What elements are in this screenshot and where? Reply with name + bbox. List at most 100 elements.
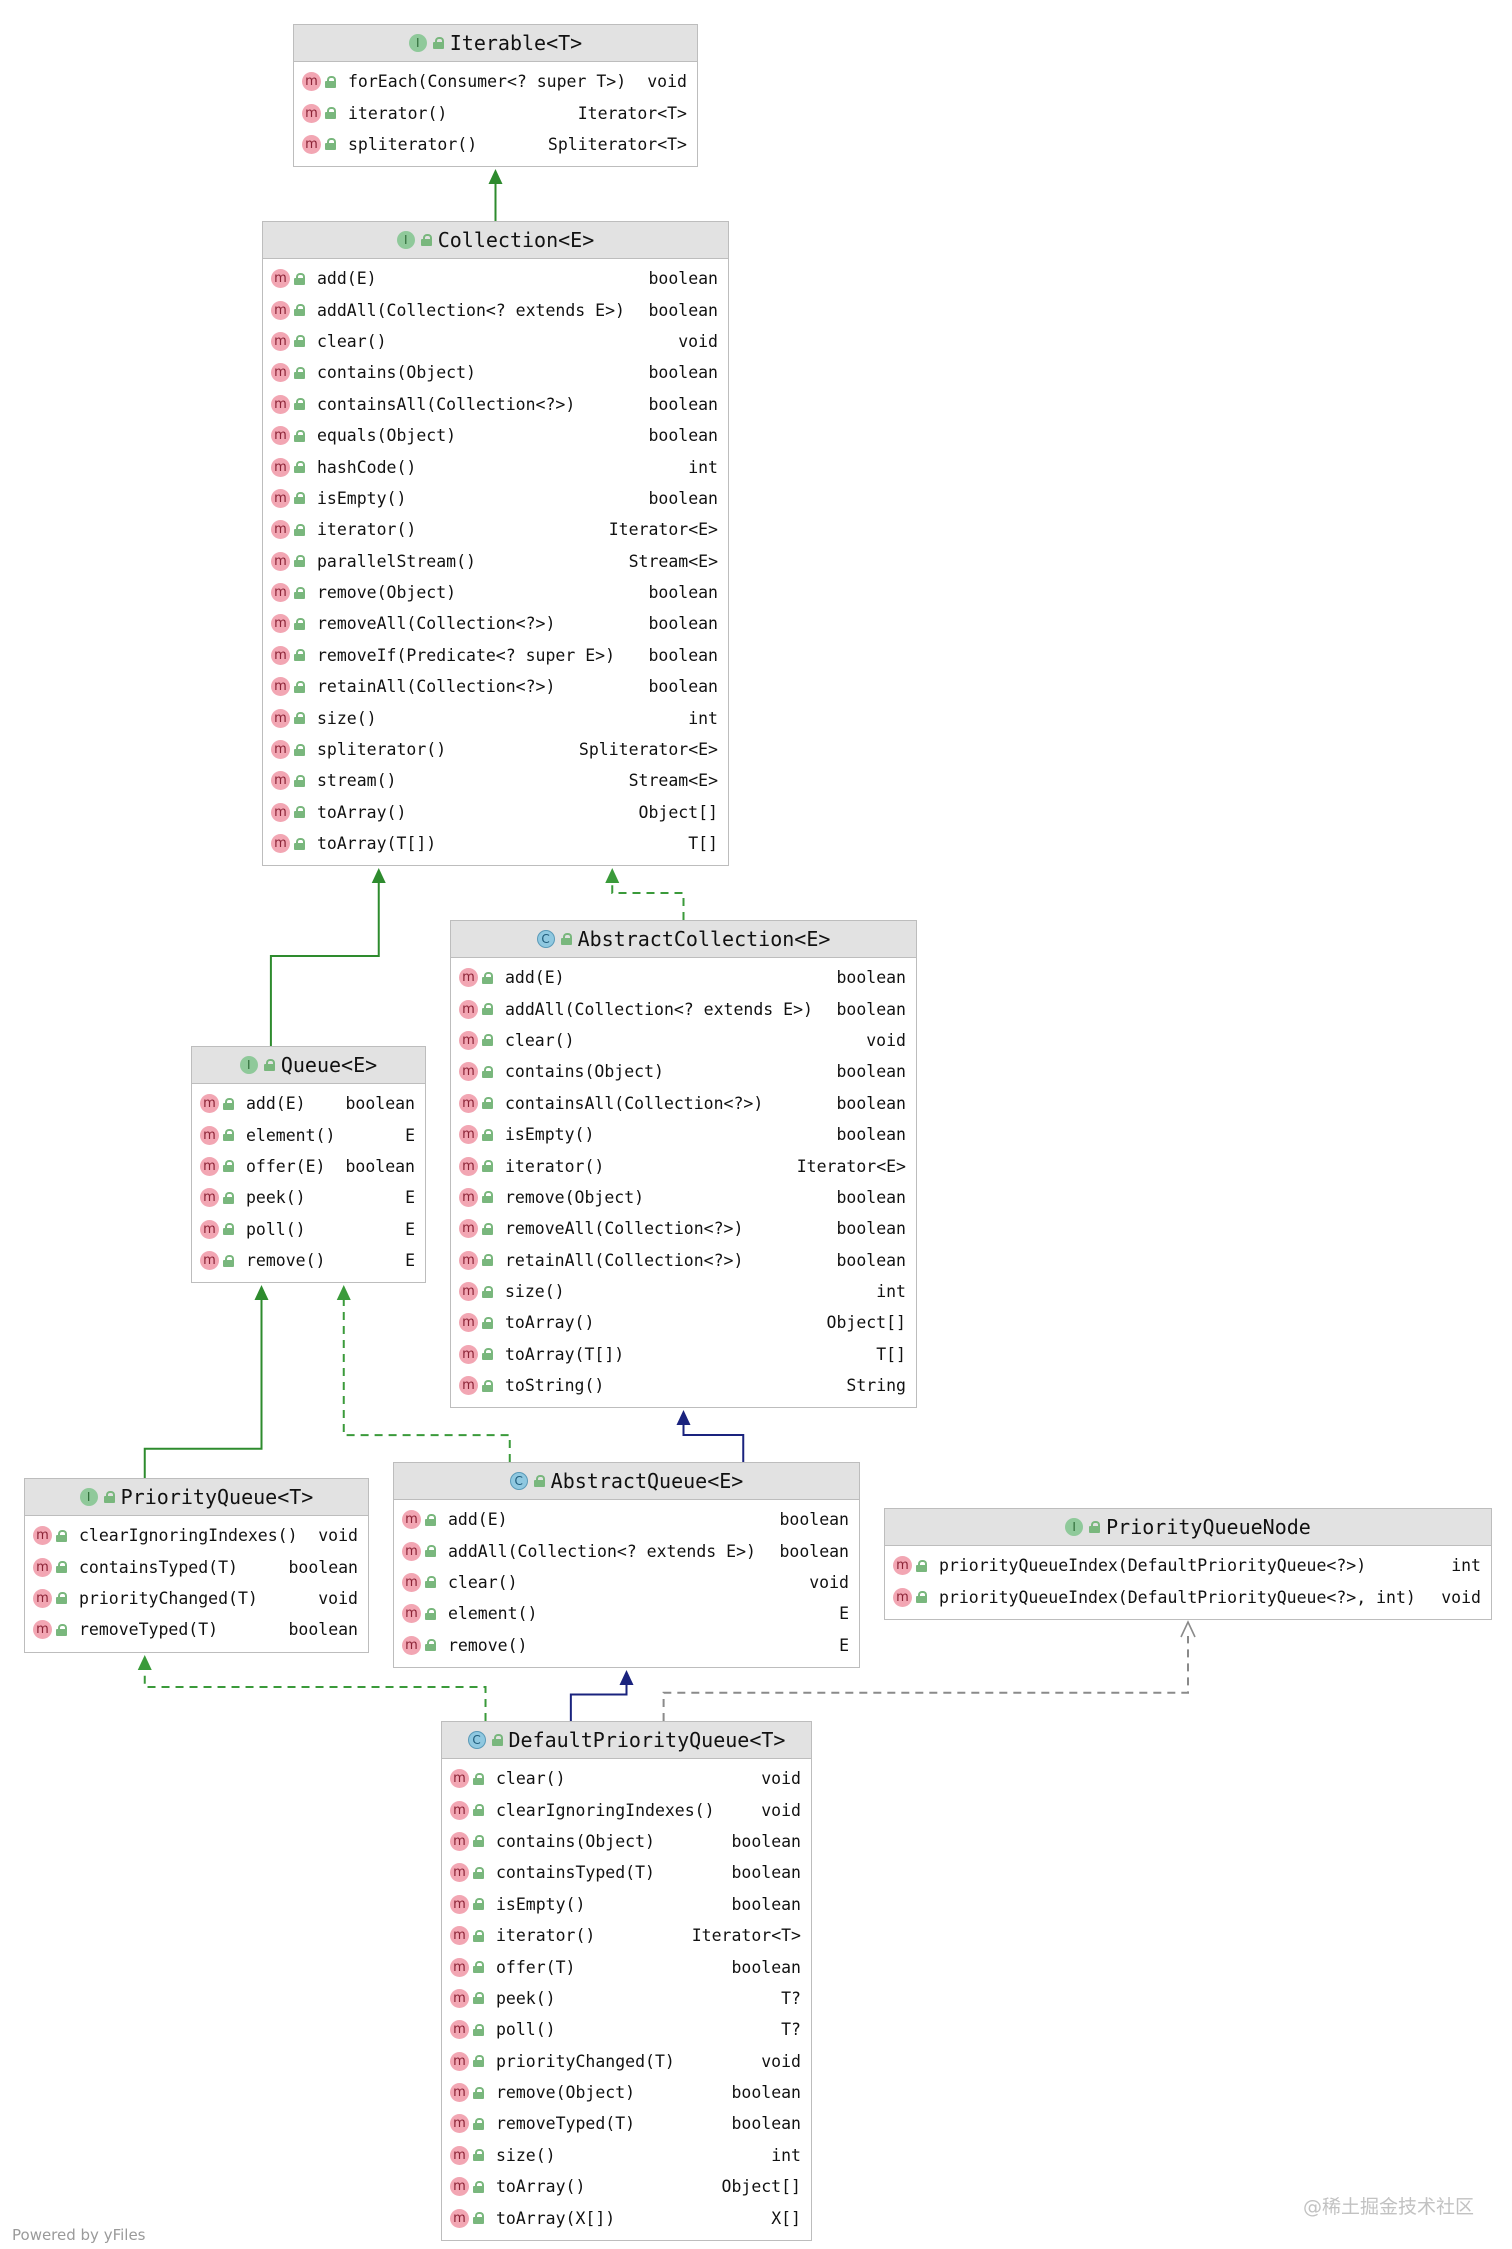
method-signature: clear() [505, 1030, 575, 1050]
public-visibility-icon [294, 680, 305, 693]
public-visibility-icon [294, 774, 305, 787]
class-title: Collection<E> [437, 228, 595, 252]
public-visibility-icon [473, 2055, 484, 2068]
method-signature: size() [317, 708, 377, 728]
method-return-type: boolean [345, 1094, 415, 1114]
method-return-type: E [405, 1219, 415, 1239]
class-title: Iterable<T> [449, 31, 583, 55]
method-signature: size() [496, 2145, 556, 2165]
public-visibility-icon [223, 1097, 234, 1110]
public-visibility-icon [916, 1559, 927, 1572]
method-return-type: Stream<E> [628, 551, 718, 571]
method-signature: clear() [448, 1572, 518, 1592]
public-visibility-icon [482, 1003, 493, 1016]
edge-line [662, 1636, 1189, 1721]
public-visibility-icon [294, 743, 305, 756]
public-visibility-icon [482, 1191, 493, 1204]
method-return-type: int [688, 457, 718, 477]
public-visibility-icon [294, 335, 305, 348]
method-signature: iterator() [505, 1156, 605, 1176]
method-icon: m [33, 1620, 52, 1640]
